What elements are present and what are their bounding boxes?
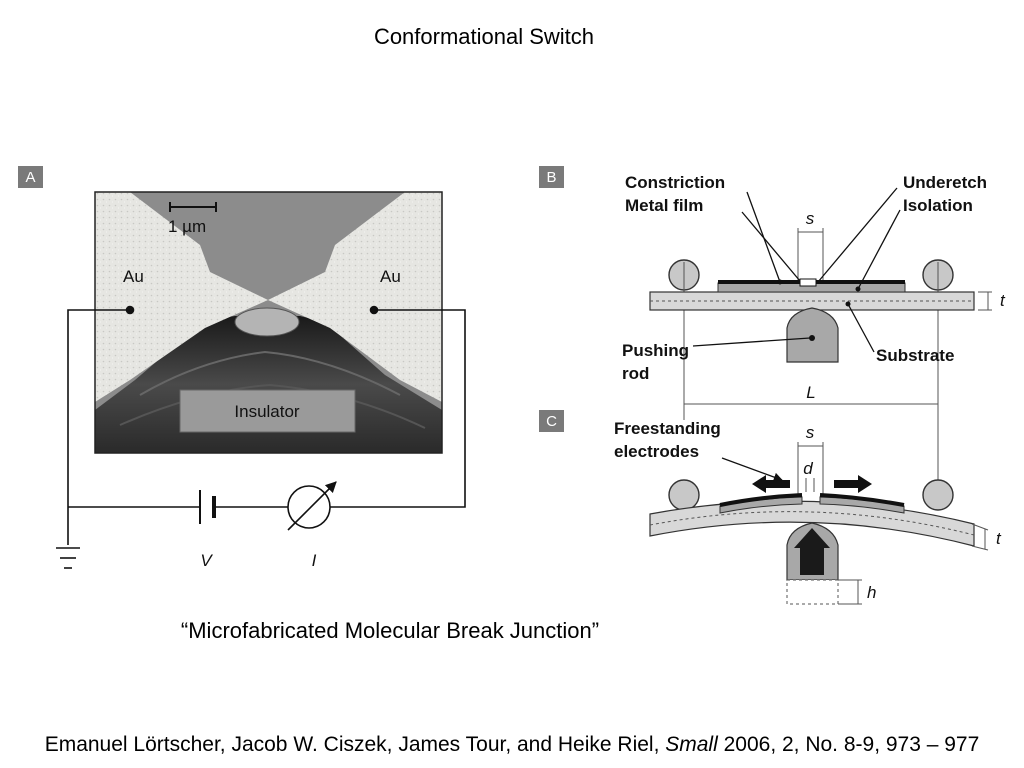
citation-authors: Emanuel Lörtscher, Jacob W. Ciszek, Jame… bbox=[44, 733, 666, 756]
slide-title: Conformational Switch bbox=[373, 24, 595, 49]
panel-c-tag-text: C bbox=[546, 413, 557, 430]
current-symbol: I bbox=[312, 551, 317, 570]
substrate-label: Substrate bbox=[876, 346, 954, 365]
panel-a-tag-text: A bbox=[25, 169, 35, 186]
push-up-arrow bbox=[794, 528, 830, 575]
thickness-symbol-c: t bbox=[996, 529, 1002, 548]
panel-b-tag-text: B bbox=[546, 169, 556, 186]
electrodes-label-line1: Freestanding bbox=[614, 419, 721, 438]
constriction-label-line2: Metal film bbox=[625, 196, 703, 215]
underetch-label-line2: Isolation bbox=[903, 196, 973, 215]
right-electrode-label: Au bbox=[380, 267, 401, 286]
left-roller-c bbox=[668, 479, 700, 511]
pushing-rod-label-line1: Pushing bbox=[622, 341, 689, 360]
left-electrode-label: Au bbox=[123, 267, 144, 286]
panel-a: A 1 µm Au Au Insulator bbox=[18, 166, 466, 570]
pushing-rod-label-line2: rod bbox=[622, 364, 649, 383]
length-symbol: L bbox=[806, 383, 815, 402]
electrodes-label-line2: electrodes bbox=[614, 442, 699, 461]
panel-b-tag: B bbox=[539, 166, 564, 188]
ammeter-icon bbox=[287, 485, 331, 529]
thickness-symbol-b: t bbox=[1000, 291, 1006, 310]
citation: Emanuel Lörtscher, Jacob W. Ciszek, Jame… bbox=[0, 733, 1024, 757]
underetch-label-line1: Underetch bbox=[903, 173, 987, 192]
constriction-label-line1: Constriction bbox=[625, 173, 725, 192]
panel-a-tag: A bbox=[18, 166, 43, 188]
insulator-box bbox=[179, 389, 356, 433]
citation-details: 2006, 2, No. 8-9, 973 – 977 bbox=[717, 733, 980, 756]
right-roller-c bbox=[922, 479, 954, 511]
circuit bbox=[67, 305, 466, 545]
panel-b: B Constriction Metal film Underetch Isol… bbox=[539, 166, 1006, 500]
figure-caption: “Microfabricated Molecular Break Junctio… bbox=[180, 618, 600, 643]
gap-symbol-c: s bbox=[806, 423, 815, 442]
left-move-arrow bbox=[752, 475, 790, 493]
citation-journal: Small bbox=[665, 733, 718, 756]
panel-c: C Freestanding electrodes s d t bbox=[539, 410, 1002, 605]
voltage-symbol: V bbox=[200, 551, 213, 570]
pushing-rod-b bbox=[786, 307, 839, 363]
ground-icon bbox=[56, 547, 80, 569]
distance-symbol: d bbox=[803, 459, 813, 478]
insulator-label: Insulator bbox=[234, 402, 300, 421]
scale-bar-label: 1 µm bbox=[168, 217, 206, 236]
gap-symbol-b: s bbox=[806, 209, 815, 228]
ammeter-arrow bbox=[287, 481, 337, 531]
right-move-arrow bbox=[834, 475, 872, 493]
height-symbol: h bbox=[867, 583, 876, 602]
panel-c-tag: C bbox=[539, 410, 564, 432]
